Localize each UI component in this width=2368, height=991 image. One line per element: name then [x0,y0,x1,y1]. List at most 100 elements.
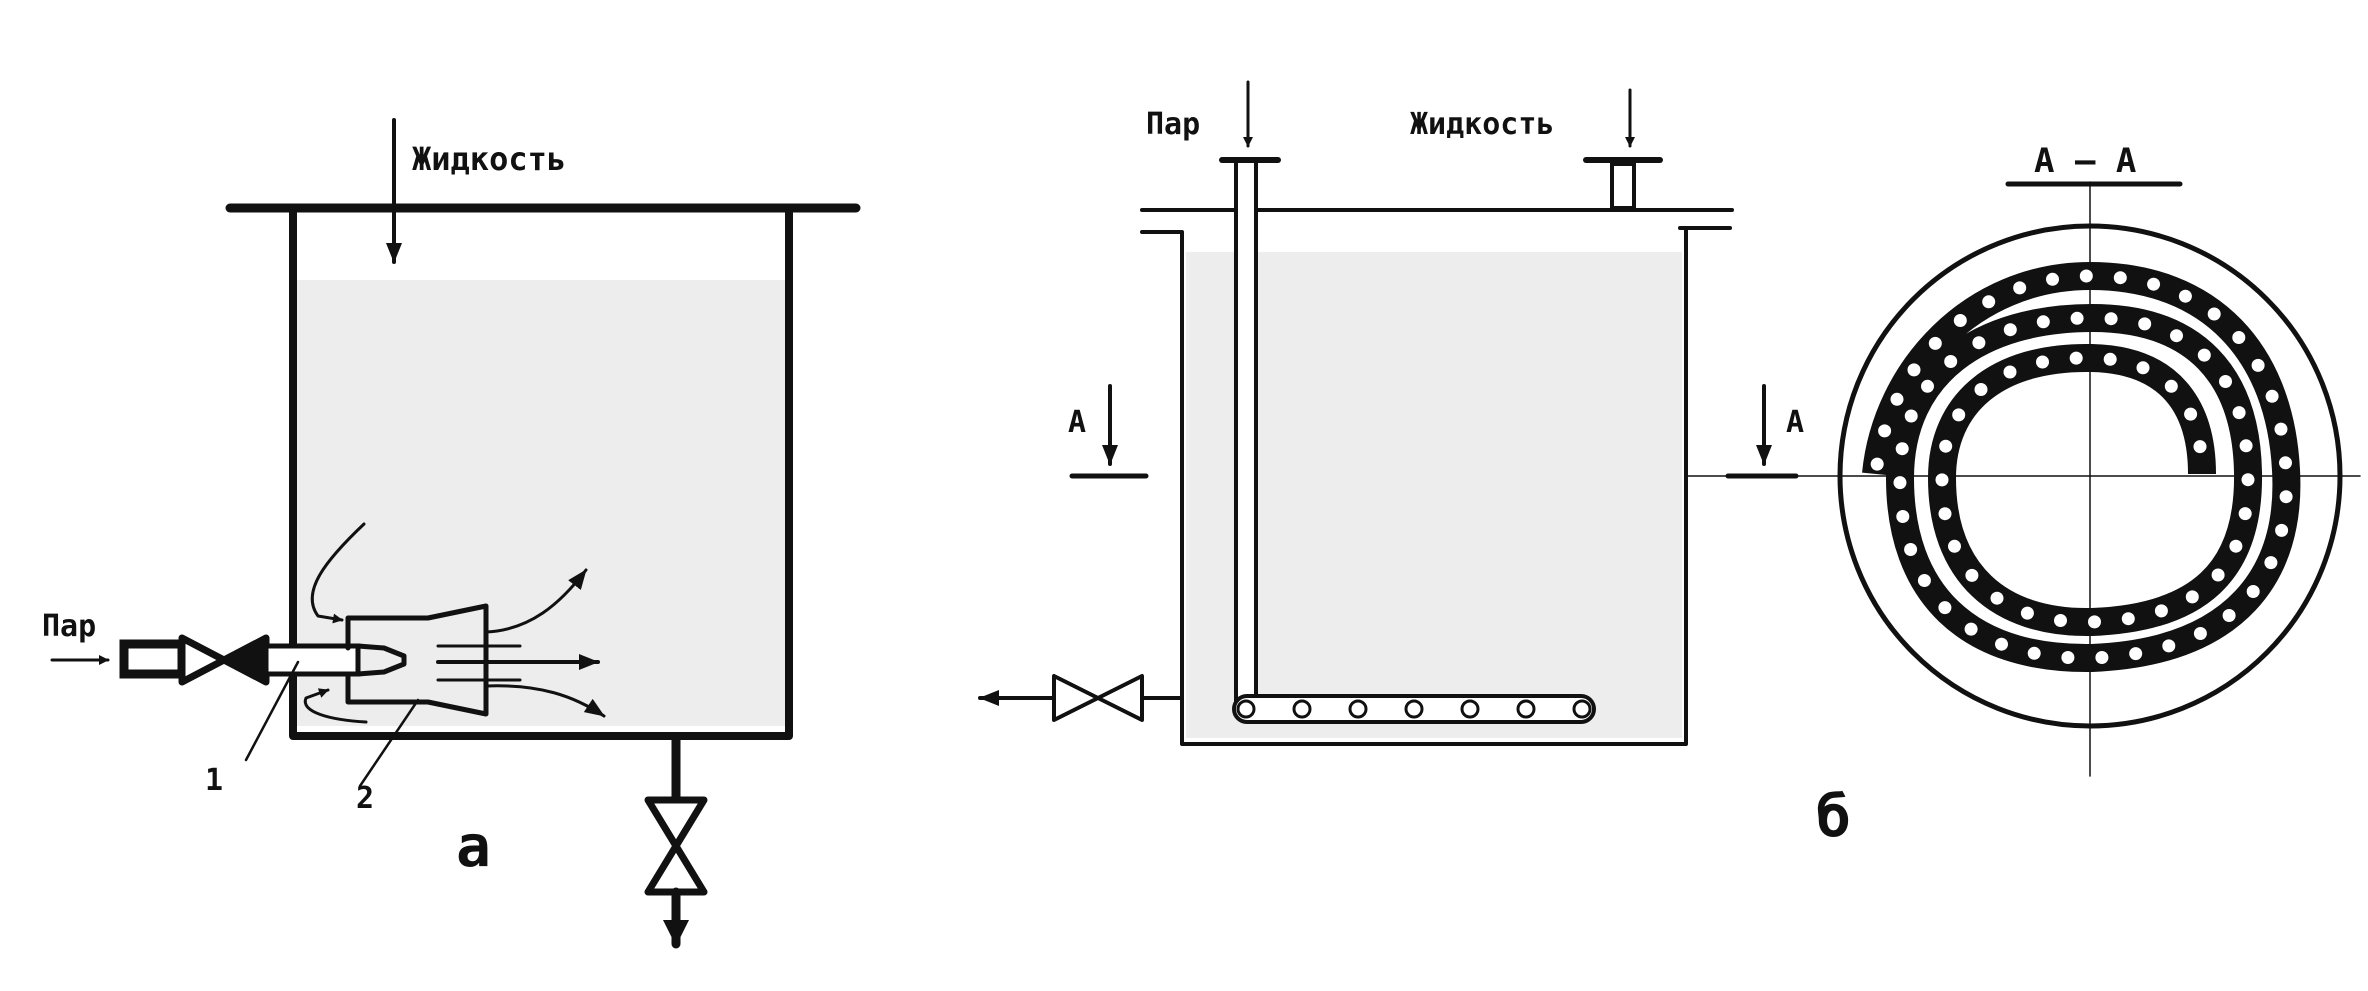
coil-hole [2274,422,2288,436]
steam-pipe-stub-a [119,639,187,679]
coil-hole [2027,646,2041,660]
coil-hole [2229,539,2243,553]
spiral-coil [1862,262,2301,673]
coil-hole [2103,352,2117,366]
coil-hole [1965,568,1979,582]
coil-hole [1938,507,1952,521]
coil-hole [2251,358,2265,372]
steam-pipe-b [1238,164,1254,700]
coil-hole [2061,651,2075,664]
drain-valve-b [978,674,1184,722]
section-mark-left: А [1068,405,1086,440]
coil-hole [1904,543,1918,556]
coil-hole [2147,277,2161,291]
coil-hole [1953,314,1967,327]
coil-hole [2232,331,2246,344]
coil-hole [2193,440,2207,454]
liquid-nozzle-b [1610,162,1636,210]
section-mark-right: А [1786,405,1804,440]
coil-hole [2222,609,2236,622]
coil-hole [2070,311,2084,325]
coil-hole [1907,363,1921,377]
coil-hole [1948,539,1961,553]
coil-hole [2264,556,2278,570]
liquid-label-b: Жидкость [1410,107,1555,142]
coil-hole [1995,637,2008,651]
coil-hole [1870,457,1884,471]
coil-hole [1890,392,1904,406]
flow-arrows-a [303,522,606,724]
tank-b-wall [1180,226,1688,746]
section-a-a-view: А – А б [1687,141,2361,850]
coil-hole [1990,591,2004,605]
caption-b: б [1816,782,1851,850]
coil-hole [2136,361,2150,375]
coil-hole [1896,510,1910,523]
section-title: А – А [2034,141,2136,181]
coil-hole [2154,604,2168,618]
coil-holes [1870,269,2293,664]
sparger-holes [1236,699,1592,719]
coil-hole [1904,409,1918,423]
figure-b-tank-with-sparger: Пар Жидкость А А [978,80,1804,746]
coil-hole [2265,389,2279,403]
coil-hole [2279,490,2293,504]
tank-b-liquid [1186,252,1682,738]
coil-hole [2232,406,2246,420]
caption-a: а [456,812,491,880]
drain-valve-a [644,735,708,949]
coil-hole [2036,315,2050,329]
figure-a-tank-with-injector: Жидкость Пар 1 2 [42,118,861,949]
coil-hole [2054,614,2067,627]
coil-hole [1964,622,1978,636]
coil-hole [1974,383,1988,396]
coil-hole [1928,336,1942,350]
tank-a-wall [289,204,793,740]
coil-hole [2088,615,2101,629]
coil-hole [2162,639,2176,653]
coil-hole [2197,348,2211,362]
coil-hole [2193,627,2207,640]
coil-hole [1921,379,1934,393]
coil-hole [2113,271,2127,285]
coil-hole [2275,523,2289,537]
coil-hole [2046,272,2059,286]
coil-hole [2104,312,2118,326]
coil-hole [2013,281,2027,295]
coil-hole [2178,289,2192,303]
coil-hole [2207,307,2221,321]
coil-hole [1878,424,1892,438]
coil-hole [2036,355,2049,369]
coil-hole [1895,442,1909,456]
coil-hole [1938,601,1952,615]
steam-valve-a [178,634,270,686]
coil-hole [2003,323,2017,337]
coil-hole [2129,647,2143,661]
coil-hole [2246,585,2260,598]
tank-a-liquid [296,280,786,726]
coil-hole [2164,379,2178,393]
coil-hole [2279,456,2292,470]
coil-hole [1917,574,1931,587]
callout-1: 1 [205,763,223,798]
coil-hole [2219,375,2232,388]
coil-hole [2138,317,2152,331]
liquid-label-a: Жидкость [412,140,566,178]
coil-hole [2020,606,2034,620]
coil-hole [2095,651,2109,664]
coil-hole [2185,590,2199,604]
coil-hole [1982,295,1996,309]
coil-hole [2238,507,2252,521]
coil-hole [1935,473,1949,487]
coil-hole [1972,336,1986,350]
callout-2: 2 [356,781,374,816]
coil-hole [1893,476,1907,490]
coil-hole [2211,568,2225,582]
coil-hole [2241,473,2255,487]
coil-hole [2239,439,2253,453]
coil-hole [1952,408,1966,422]
coil-hole [2121,612,2135,626]
coil-hole [1939,439,1953,453]
steam-label-b: Пар [1146,107,1200,142]
steam-label-a: Пар [42,609,96,644]
